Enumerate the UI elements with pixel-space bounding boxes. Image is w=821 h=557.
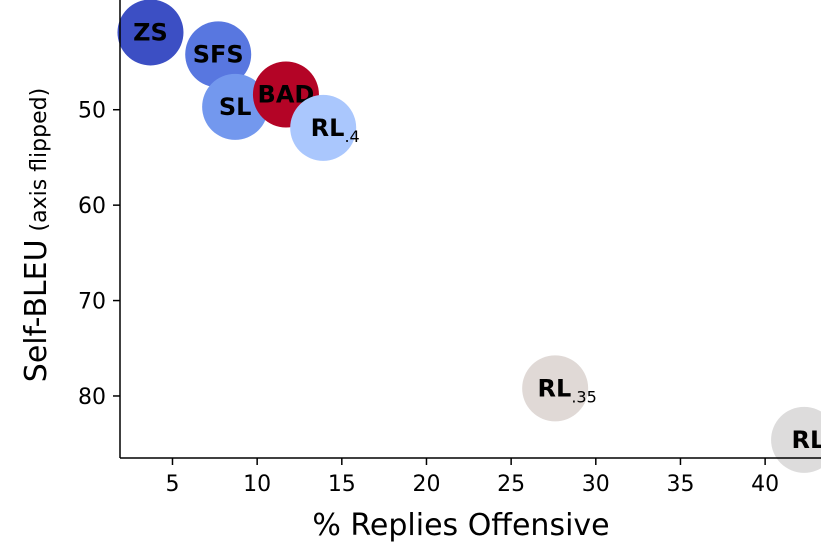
point-rl4-label-sub: .4 — [344, 127, 359, 146]
point-rl4-marker — [290, 94, 357, 161]
point-zs-marker — [117, 0, 184, 66]
point-rl35-label: RL.35 — [538, 374, 597, 406]
point-sl-label-main: SL — [219, 93, 252, 121]
x-tick-label: 30 — [582, 472, 610, 497]
point-sl-marker — [202, 73, 269, 140]
point-rl35-label-sub: .35 — [571, 387, 596, 406]
axes-layer — [119, 0, 821, 459]
ticks-layer: 5 10 15 20 25 30 35 40 50 60 70 80 — [78, 99, 779, 497]
point-sfs-label-main: SFS — [193, 40, 244, 68]
x-tick-label: 10 — [243, 472, 271, 497]
point-rl3-marker — [771, 406, 821, 473]
x-tick-label: 15 — [328, 472, 356, 497]
x-tick-label: 25 — [497, 472, 525, 497]
x-axis-title: % Replies Offensive — [312, 508, 609, 543]
point-zs-label: ZS — [133, 18, 168, 46]
point-rl4-label-main: RL — [311, 114, 345, 142]
point-sfs-marker — [185, 21, 252, 88]
point-rl3-label: RL.3 — [792, 426, 821, 458]
point-rl35-marker — [522, 355, 589, 422]
y-axis-title-main: Self-BLEU — [19, 239, 54, 382]
point-rl35-label-main: RL — [538, 374, 572, 402]
y-tick-label: 50 — [78, 99, 106, 124]
point-rl3-label-main: RL — [792, 426, 821, 454]
point-rl4-label: RL.4 — [311, 114, 360, 146]
y-axis-title: Self-BLEU (axis flipped) — [19, 88, 54, 382]
y-tick-label: 80 — [78, 385, 106, 410]
point-zs-label-main: ZS — [133, 18, 168, 46]
y-axis-title-note: (axis flipped) — [27, 88, 52, 232]
x-tick-label: 40 — [751, 472, 779, 497]
x-tick-label: 5 — [165, 472, 179, 497]
point-sl-label: SL — [219, 93, 252, 121]
y-tick-label: 60 — [78, 194, 106, 219]
x-tick-label: 20 — [412, 472, 440, 497]
point-sfs-label: SFS — [193, 40, 244, 68]
x-tick-label: 35 — [666, 472, 694, 497]
y-tick-label: 70 — [78, 290, 106, 315]
